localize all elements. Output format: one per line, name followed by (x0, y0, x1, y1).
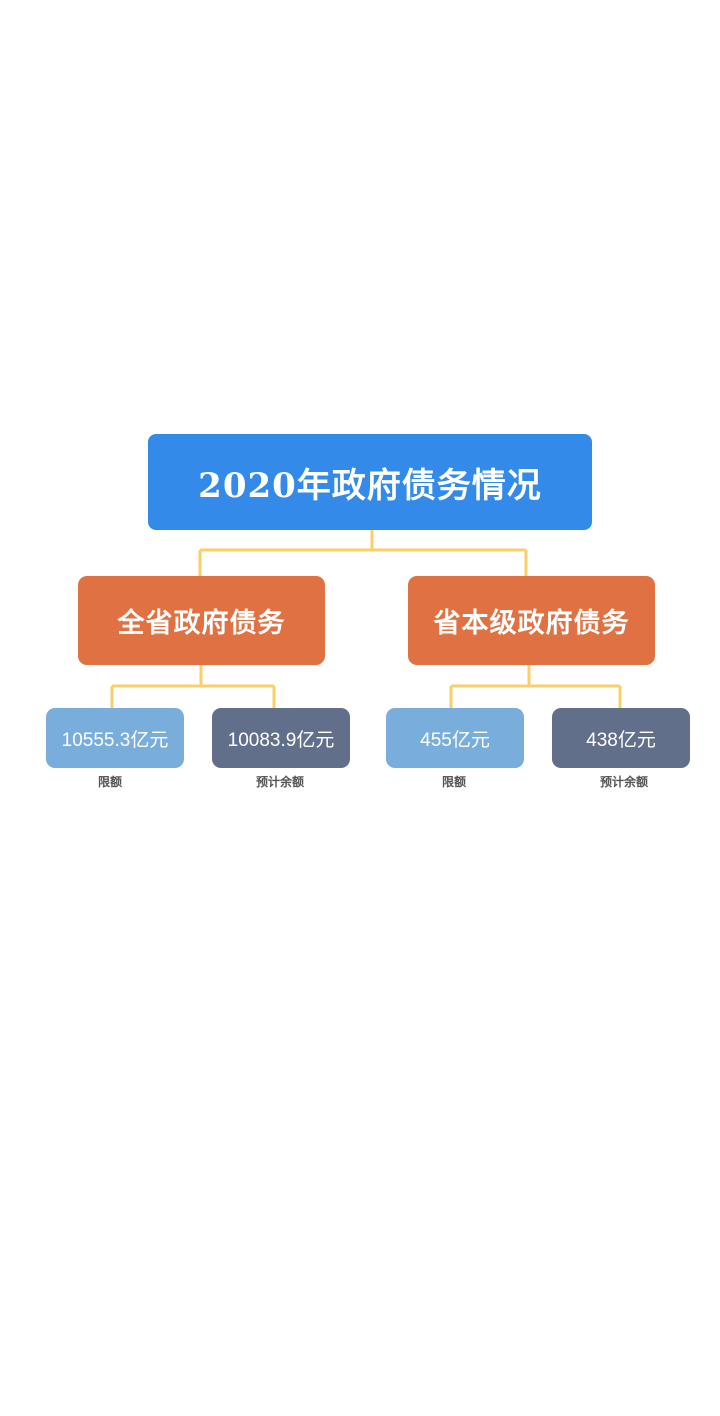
branch-title-province: 全省政府债务 (117, 608, 286, 639)
leaf-value: 438亿元 (586, 729, 656, 751)
leaf-caption: 预计余额 (599, 775, 648, 789)
leaf-provincial-level-limit: 455亿元 (386, 708, 524, 768)
root-node: 2020年政府债务情况 (148, 434, 592, 530)
leaf-value: 10083.9亿元 (227, 729, 335, 751)
left-branch-connector (110, 665, 276, 708)
leaf-caption: 预计余额 (255, 775, 304, 789)
right-branch-connector (449, 665, 622, 708)
leaf-province-limit: 10555.3亿元 (46, 708, 184, 768)
branch-node-province: 全省政府债务 (78, 576, 325, 665)
root-title: 2020年政府债务情况 (198, 465, 542, 506)
branch-title-provincial-level: 省本级政府债务 (433, 608, 630, 639)
leaf-value: 10555.3亿元 (61, 729, 169, 751)
leaf-caption: 限额 (97, 775, 122, 789)
leaf-value: 455亿元 (420, 729, 490, 751)
branch-node-provincial-level: 省本级政府债务 (408, 576, 655, 665)
leaf-province-balance: 10083.9亿元 (212, 708, 350, 768)
leaf-caption: 限额 (441, 775, 466, 789)
root-connector (198, 530, 528, 576)
leaf-provincial-level-balance: 438亿元 (552, 708, 690, 768)
